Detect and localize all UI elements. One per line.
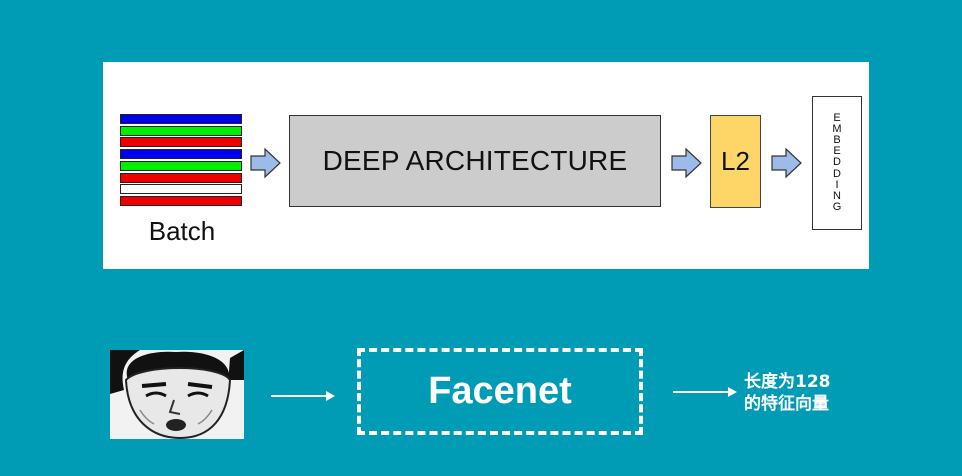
batch-stripe (120, 184, 242, 195)
batch-label: Batch (148, 216, 216, 246)
arrow-right-icon (271, 391, 335, 401)
embedding-letter: E (833, 145, 841, 158)
embedding-letter: G (832, 201, 842, 214)
batch-stripe (120, 149, 242, 160)
face-meme-image (110, 350, 244, 439)
arrow-right-icon (771, 147, 802, 179)
embedding-letter: I (835, 178, 839, 191)
embedding-letter: B (833, 133, 841, 146)
output-line-1: 长度为128 (744, 372, 831, 392)
batch-stripe (120, 160, 242, 171)
batch-stripe (120, 172, 242, 183)
arrow-right-icon (671, 147, 702, 179)
batch-stripe (120, 125, 242, 136)
deep-architecture-box: DEEP ARCHITECTURE (289, 115, 661, 207)
embedding-letter: D (833, 156, 841, 169)
embedding-letter: D (833, 167, 841, 180)
embedding-letter: M (832, 122, 842, 135)
facenet-box: Facenet (357, 348, 643, 435)
arrow-right-icon (673, 387, 737, 397)
l2-box: L2 (710, 115, 761, 208)
batch-stripe (120, 114, 242, 124)
batch-stack (120, 114, 242, 208)
output-line-2: 的特征向量 (744, 394, 829, 414)
output-description: 长度为128 的特征向量 (744, 371, 864, 415)
embedding-letter: E (833, 111, 841, 124)
batch-stripe (120, 137, 242, 148)
batch-stripe (120, 195, 242, 206)
arrow-right-icon (250, 147, 281, 179)
embedding-letter: N (833, 190, 841, 202)
